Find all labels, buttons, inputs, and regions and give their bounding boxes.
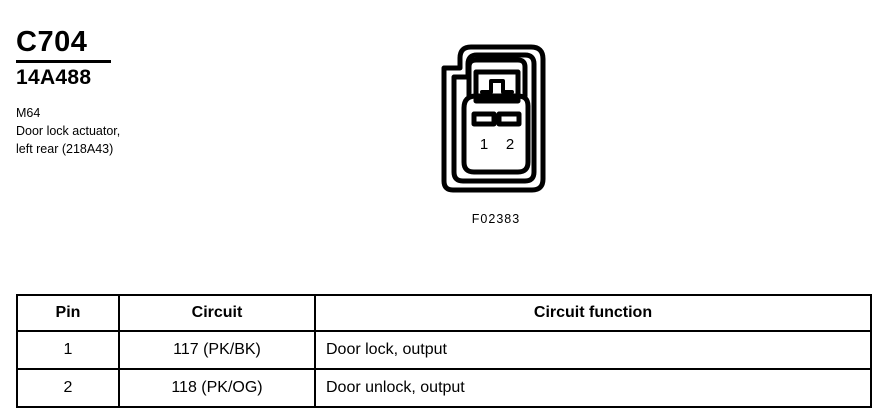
table-header-row: Pin Circuit Circuit function	[16, 294, 872, 332]
connector-inner-body	[461, 93, 531, 175]
cell-pin: 2	[16, 368, 120, 408]
connector-outer-shell	[441, 44, 546, 193]
connector-latch-notch	[480, 79, 514, 94]
connector-id-underline	[16, 60, 111, 63]
connector-top-tab	[466, 57, 528, 99]
connector-info-block: C704 14A488 M64 Door lock actuator, left…	[16, 28, 276, 158]
header-circuit: Circuit	[118, 294, 316, 332]
cell-pin: 1	[16, 330, 120, 370]
connector-middle-shell	[451, 52, 537, 184]
connector-part-number: 14A488	[16, 66, 92, 89]
table-row: 1 117 (PK/BK) Door lock, output	[16, 330, 872, 370]
pin-cavity-2	[496, 111, 522, 127]
pin-table-body: 1 117 (PK/BK) Door lock, output 2 118 (P…	[16, 330, 872, 408]
pin-table: Pin Circuit Circuit function 1 117 (PK/B…	[16, 294, 872, 408]
header-function: Circuit function	[314, 294, 872, 332]
description-line-3: left rear (218A43)	[16, 141, 114, 156]
table-row: 2 118 (PK/OG) Door unlock, output	[16, 368, 872, 408]
description-line-1: M64	[16, 106, 41, 121]
pin-table-header: Pin Circuit Circuit function	[16, 294, 872, 332]
cell-circuit: 117 (PK/BK)	[118, 330, 316, 370]
header-pin: Pin	[16, 294, 120, 332]
cell-circuit: 118 (PK/OG)	[118, 368, 316, 408]
connector-drawing-icon: 1 2	[441, 44, 546, 193]
connector-id: C704	[16, 26, 88, 58]
cell-function: Door lock, output	[314, 330, 872, 370]
cell-function: Door unlock, output	[314, 368, 872, 408]
pin-number-2: 2	[506, 136, 514, 153]
description-line-2: Door lock actuator,	[16, 123, 121, 138]
pin-number-1: 1	[480, 136, 488, 153]
figure-caption: F02383	[471, 212, 521, 226]
connector-latch-block	[473, 69, 521, 104]
pin-cavity-1	[471, 111, 497, 127]
connector-description: M64 Door lock actuator, left rear (218A4…	[16, 105, 276, 158]
connector-figure: 1 2 F02383	[406, 34, 586, 226]
